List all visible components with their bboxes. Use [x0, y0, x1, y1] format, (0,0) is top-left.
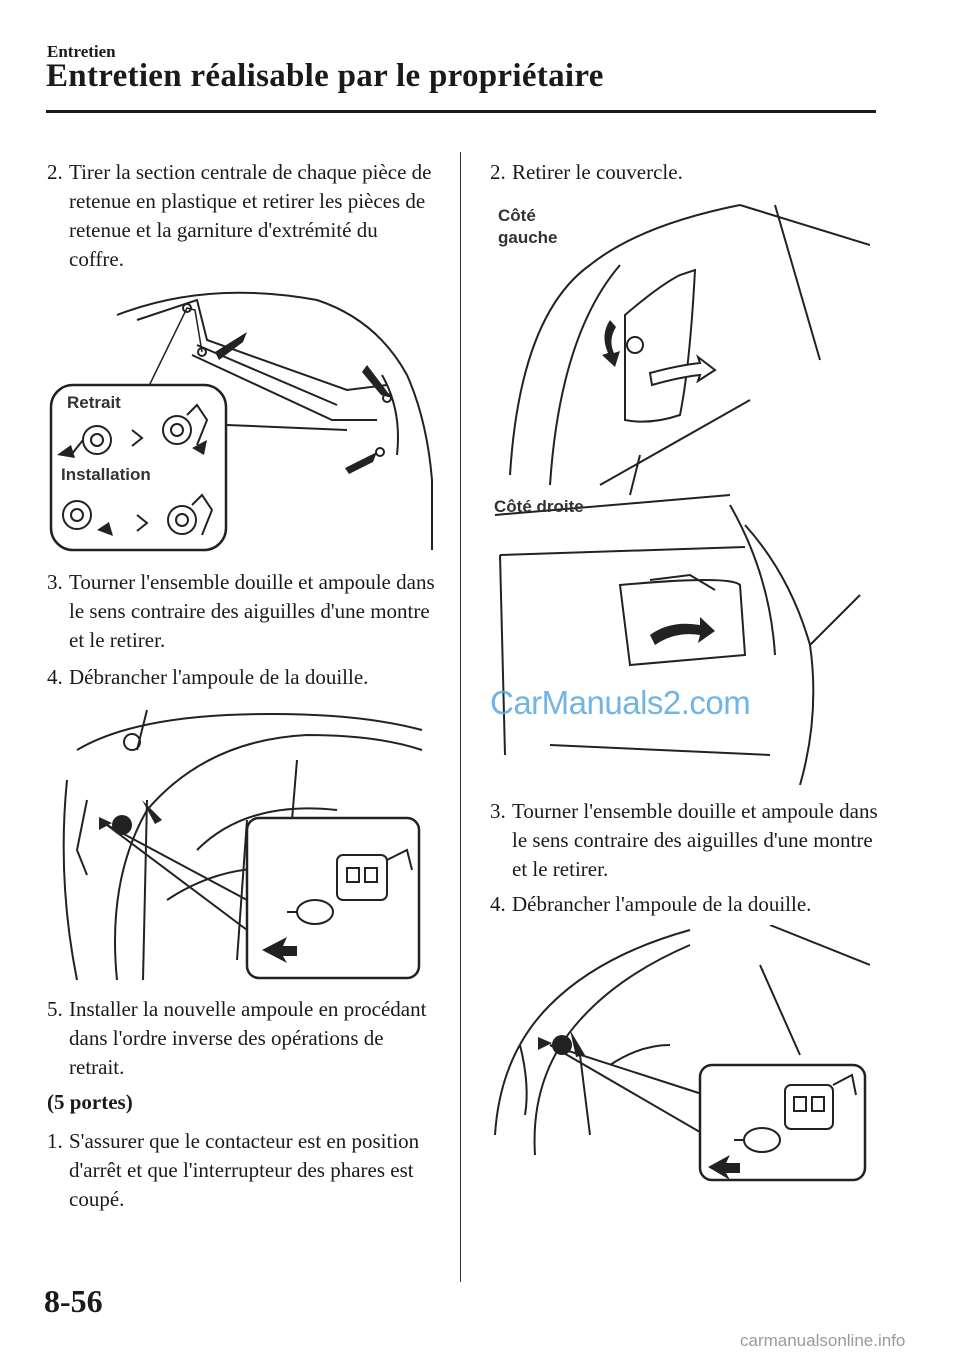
step-text: Retirer le couvercle. — [512, 160, 683, 184]
figure-hatch-socket-bulb — [490, 925, 870, 1185]
label-installation: Installation — [61, 465, 151, 484]
left-step-1: 1. S'assurer que le contacteur est en po… — [47, 1127, 437, 1214]
page-number: 8-56 — [44, 1283, 103, 1319]
step-number: 4. — [47, 665, 63, 689]
step-number: 3. — [490, 799, 506, 823]
step-number: 1. — [47, 1129, 63, 1153]
label-retrait: Retrait — [67, 393, 121, 412]
left-step-2: 2. Tirer la section centrale de chaque p… — [47, 158, 437, 274]
step-number: 4. — [490, 892, 506, 916]
left-step-4: 4. Débrancher l'ampoule de la douille. — [47, 663, 437, 692]
section-label: Entretien — [47, 42, 116, 61]
step-text: Tirer la section centrale de chaque pièc… — [69, 160, 432, 271]
step-text: Tourner l'ensemble douille et ampoule da… — [69, 570, 435, 652]
right-step-4: 4. Débrancher l'ampoule de la douille. — [490, 890, 880, 919]
column-divider — [460, 152, 461, 1282]
step-number: 5. — [47, 997, 63, 1021]
step-text: Débrancher l'ampoule de la douille. — [512, 892, 812, 916]
right-step-2: 2. Retirer le couvercle. — [490, 158, 880, 187]
page-title: Entretien réalisable par le propriétaire — [46, 58, 604, 94]
step-number: 2. — [490, 160, 506, 184]
left-step-3: 3. Tourner l'ensemble douille et ampoule… — [47, 568, 437, 655]
step-text: S'assurer que le contacteur est en posit… — [69, 1129, 420, 1211]
figure-trunk-socket-bulb — [47, 700, 427, 985]
step-text: Débrancher l'ampoule de la douille. — [69, 665, 369, 689]
right-step-3: 3. Tourner l'ensemble douille et ampoule… — [490, 797, 880, 884]
step-number: 2. — [47, 160, 63, 184]
figure-cover-removal: Côté gauche Côté droite — [490, 195, 870, 785]
footer-site: carmanualsonline.info — [740, 1331, 906, 1350]
label-cote-droite: Côté droite — [494, 497, 584, 516]
figure-trunk-trim-retainers: Retrait Installation — [47, 280, 437, 555]
step-text: Installer la nouvelle ampoule en procéda… — [69, 997, 427, 1079]
label-cote-gauche: Côté gauche — [498, 206, 558, 247]
title-rule — [46, 110, 876, 113]
step-text: Tourner l'ensemble douille et ampoule da… — [512, 799, 878, 881]
heading-5-portes: (5 portes) — [47, 1090, 133, 1114]
watermark: CarManuals2.com — [490, 684, 751, 721]
left-step-5: 5. Installer la nouvelle ampoule en proc… — [47, 995, 437, 1082]
step-number: 3. — [47, 570, 63, 594]
